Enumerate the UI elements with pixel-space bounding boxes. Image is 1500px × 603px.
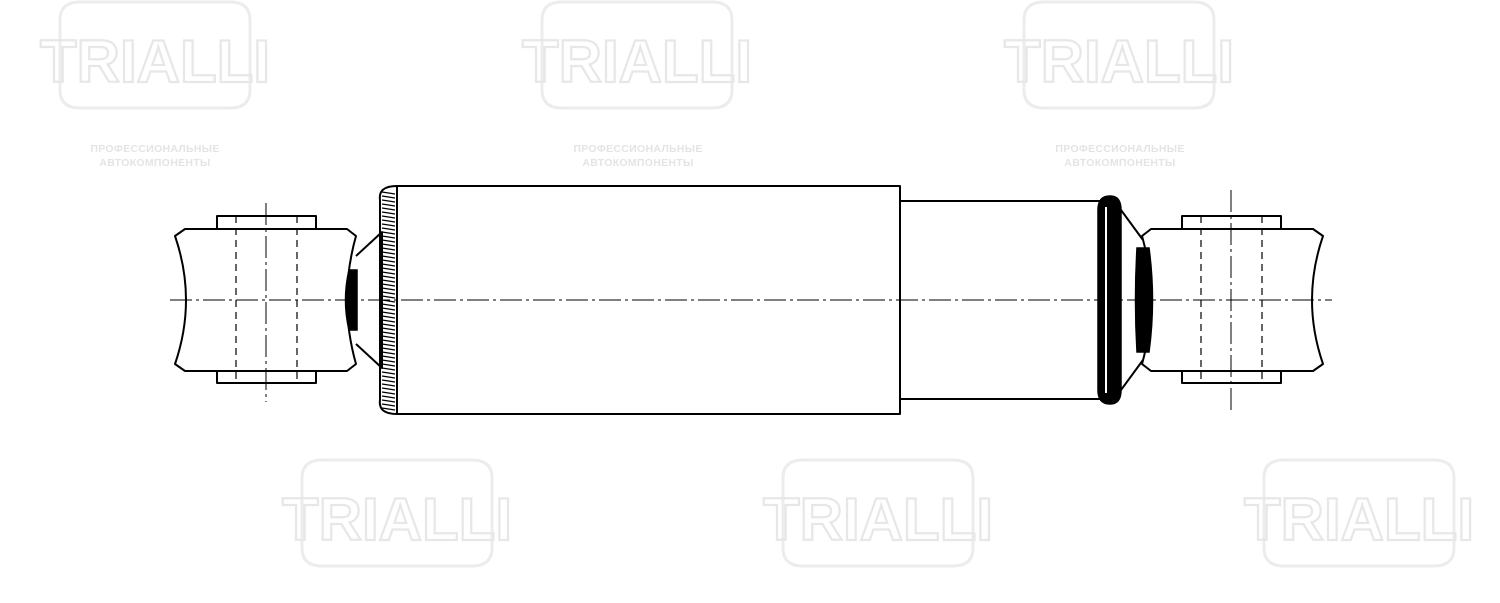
knurl-tick (381, 383, 396, 387)
knurl-tick (381, 199, 396, 203)
knurl-tick (381, 259, 396, 263)
knurl-tick (381, 315, 396, 319)
watermark-tagline-line1: ПРОФЕССИОНАЛЬНЫЕ (90, 143, 219, 155)
knurl-tick (381, 295, 396, 299)
knurl-tick (381, 307, 396, 311)
knurl-tick (381, 327, 396, 331)
watermark-logo: TRIALLI (762, 458, 994, 568)
knurl-tick (381, 271, 396, 275)
watermark-logo: TRIALLI (1243, 458, 1475, 568)
knurl-tick (381, 351, 396, 355)
right-neck (1120, 209, 1144, 391)
watermark-brand-text: TRIALLI (1244, 486, 1474, 553)
watermark-logo: TRIALLI (521, 0, 753, 110)
knurl-tick (381, 303, 396, 307)
shock-absorber-drawing (170, 185, 1332, 415)
left-eye-mount (174, 203, 383, 402)
knurl-tick (381, 355, 396, 359)
watermark-brand-text: TRIALLI (1004, 28, 1234, 95)
cylinder-end-cap (378, 185, 398, 415)
knurl-tick (381, 231, 396, 235)
knurl-tick (381, 279, 396, 283)
knurl-tick (381, 407, 396, 411)
knurl-tick (381, 335, 396, 339)
watermark-brand-text: TRIALLI (40, 28, 270, 95)
watermark-tagline-line2: АВТОКОМПОНЕНТЫ (582, 157, 693, 169)
knurl-tick (381, 203, 396, 207)
right-eye-mount (1120, 190, 1324, 410)
watermark-logo: TRIALLI (39, 0, 271, 110)
knurl-tick (381, 311, 396, 315)
knurl-tick (381, 243, 396, 247)
cylinder-body (396, 185, 901, 415)
knurl-tick (381, 207, 396, 211)
knurl-tick (381, 399, 396, 403)
knurl-tick (381, 375, 396, 379)
knurl-tick (381, 359, 396, 363)
left-bushing-body (174, 228, 357, 372)
knurl-tick (381, 251, 396, 255)
watermark-logo: TRIALLI (1003, 0, 1235, 110)
knurl-tick (381, 191, 396, 195)
cylinder-knurl (381, 191, 396, 411)
knurl-tick (381, 211, 396, 215)
knurl-tick (381, 343, 396, 347)
seal-ring-outer (1097, 195, 1122, 405)
knurl-tick (381, 255, 396, 259)
knurl-tick (381, 247, 396, 251)
knurl-tick (381, 263, 396, 267)
watermark-tagline-line2: АВТОКОМПОНЕНТЫ (99, 157, 210, 169)
knurl-tick (381, 291, 396, 295)
watermark-brand-text: TRIALLI (282, 486, 512, 553)
right-seal-ring (1097, 195, 1122, 405)
watermark-tagline-line1: ПРОФЕССИОНАЛЬНЫЕ (1055, 143, 1184, 155)
knurl-tick (381, 323, 396, 327)
knurl-tick (381, 195, 396, 199)
watermark-logo: TRIALLI (281, 458, 513, 568)
knurl-tick (381, 239, 396, 243)
knurl-tick (381, 379, 396, 383)
knurl-tick (381, 267, 396, 271)
knurl-tick (381, 215, 396, 219)
knurl-tick (381, 319, 396, 323)
dust-cover (900, 200, 1100, 400)
knurl-tick (381, 391, 396, 395)
watermark-brand-text: TRIALLI (763, 486, 993, 553)
knurl-tick (381, 371, 396, 375)
knurl-tick (381, 219, 396, 223)
watermark-tagline-line2: АВТОКОМПОНЕНТЫ (1064, 157, 1175, 169)
watermark-brand-text: TRIALLI (522, 28, 752, 95)
knurl-tick (381, 331, 396, 335)
right-weld-collar (1134, 247, 1154, 353)
knurl-tick (381, 227, 396, 231)
knurl-tick (381, 403, 396, 407)
knurl-tick (381, 299, 396, 303)
watermark-tagline-line1: ПРОФЕССИОНАЛЬНЫЕ (573, 143, 702, 155)
main-cylinder (378, 185, 901, 415)
knurl-tick (381, 283, 396, 287)
watermark-layer: TRIALLI ПРОФЕССИОНАЛЬНЫЕ АВТОКОМПОНЕНТЫ … (39, 0, 1475, 568)
knurl-tick (381, 223, 396, 227)
knurl-tick (381, 235, 396, 239)
knurl-tick (381, 367, 396, 371)
left-weld-collar (344, 269, 358, 331)
knurl-tick (381, 275, 396, 279)
knurl-tick (381, 347, 396, 351)
knurl-tick (381, 395, 396, 399)
knurl-tick (381, 339, 396, 343)
knurl-tick (381, 387, 396, 391)
knurl-tick (381, 363, 396, 367)
knurl-tick (381, 287, 396, 291)
